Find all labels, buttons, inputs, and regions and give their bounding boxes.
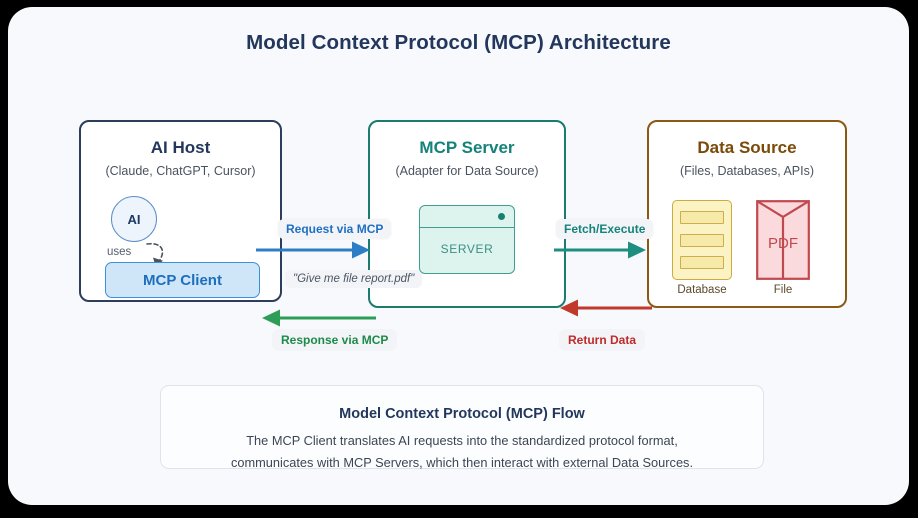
uses-label: uses [107,246,132,258]
node-ai-host[interactable]: AI Host (Claude, ChatGPT, Cursor) AI use… [79,120,282,302]
footer-summary-box: Model Context Protocol (MCP) Flow The MC… [160,385,764,470]
pdf-file-icon: PDF [756,200,810,280]
footer-description-line-1: The MCP Client translates AI requests in… [246,433,678,448]
database-row [680,233,724,247]
database-caption: Database [677,284,727,296]
node-mcp-server[interactable]: MCP Server (Adapter for Data Source) SER… [368,120,566,308]
edge-label-response: Response via MCP [273,330,397,350]
footer-description-line-2: communicates with MCP Servers, which the… [230,455,694,470]
mcp-server-title: MCP Server [419,138,515,157]
ai-host-subtitle: (Claude, ChatGPT, Cursor) [105,164,256,178]
edge-label-request: Request via MCP [278,219,392,239]
node-data-source[interactable]: Data Source (Files, Databases, APIs) Dat… [647,120,847,308]
database-row [680,256,724,270]
ai-badge-icon: AI [111,196,157,242]
ai-host-title: AI Host [150,138,211,157]
footer-title: Model Context Protocol (MCP) Flow [339,406,585,422]
mcp-server-subtitle: (Adapter for Data Source) [395,164,539,178]
database-icon [672,200,732,280]
pdf-label: PDF [768,235,798,252]
edge-label-fetch: Fetch/Execute [556,219,654,239]
server-icon-label: SERVER [440,242,494,256]
edge-label-return: Return Data [560,330,645,350]
mcp-client-box[interactable]: MCP Client [105,262,260,298]
response-arrow-icon [262,309,376,327]
server-divider [420,227,514,228]
server-rack-icon: SERVER [419,205,515,274]
data-source-title: Data Source [697,138,797,157]
request-arrow-icon [256,241,370,259]
page-title: Model Context Protocol (MCP) Architectur… [246,31,671,54]
file-caption: File [773,284,793,296]
data-source-subtitle: (Files, Databases, APIs) [679,164,815,178]
server-status-dot-icon [498,213,505,220]
edge-note-request-example: "Give me file report.pdf" [285,270,423,288]
return-arrow-icon [560,299,652,317]
database-row [680,210,724,224]
diagram-panel: Model Context Protocol (MCP) Architectur… [8,7,909,505]
fetch-arrow-icon [554,241,646,259]
